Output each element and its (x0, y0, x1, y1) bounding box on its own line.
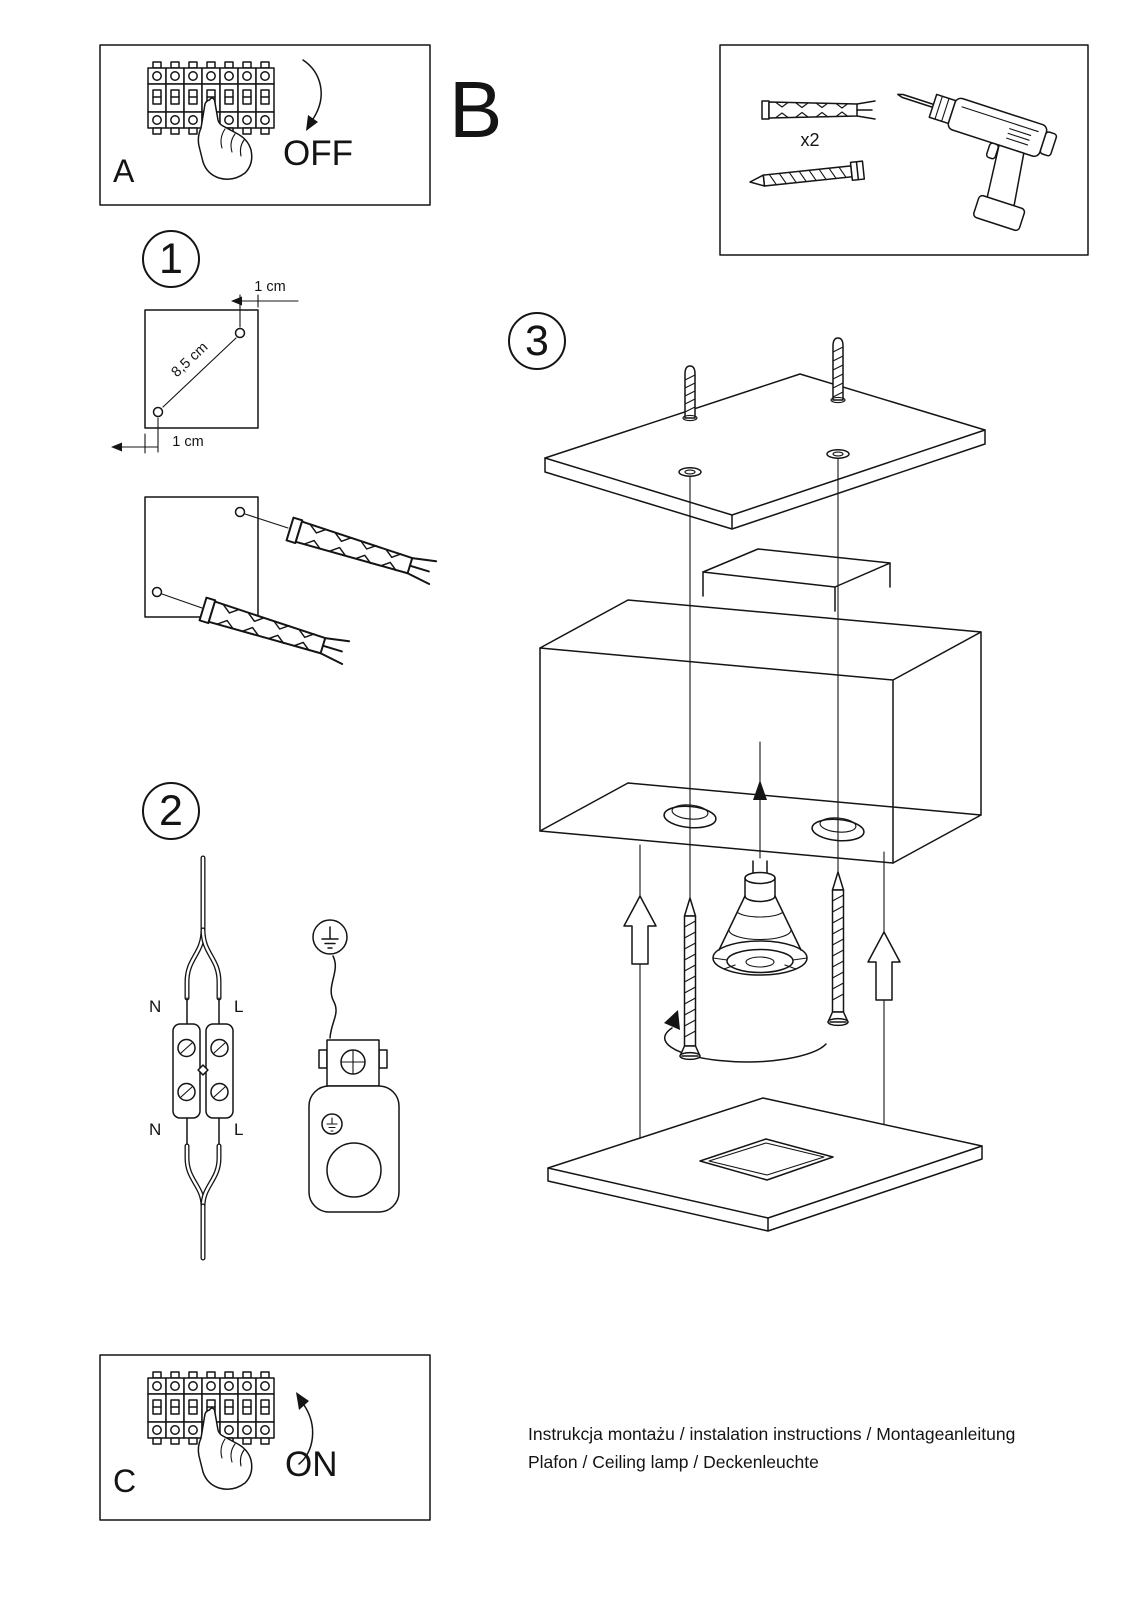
rotation-arrow-icon (663, 1010, 827, 1063)
ceiling-bracket-drawing (544, 337, 986, 530)
panel-a-label: A (113, 153, 135, 189)
off-label: OFF (283, 134, 353, 173)
mounting-screw-right (827, 871, 849, 1027)
step-2-number: 2 (142, 782, 200, 840)
mounting-collar-drawing (702, 548, 891, 612)
wire-label-n-top: N (149, 997, 162, 1016)
dim-bottom-label: 1 cm (172, 434, 204, 450)
wiring-diagram (172, 855, 400, 1261)
step-3-number: 3 (508, 312, 566, 370)
push-arrow-left-icon (623, 895, 657, 965)
screw-axis-lines (689, 457, 839, 899)
ground-symbol-icon (312, 919, 348, 955)
ground-wire (329, 955, 337, 1039)
parts-box (719, 44, 1089, 256)
wire-label-l-bottom: L (234, 1120, 244, 1139)
step-3-digit: 3 (525, 316, 549, 365)
anchor-quantity: x2 (800, 130, 820, 150)
panel-c-box (99, 1354, 431, 1521)
on-label: ON (285, 1445, 338, 1484)
fixing-screw-top-right (830, 337, 846, 404)
footer-title-line: Instrukcja montażu / instalation instruc… (528, 1424, 1016, 1444)
mounting-screw-left (679, 897, 701, 1061)
fixing-screw-top-left (682, 365, 698, 422)
wall-anchor-icon (761, 100, 876, 120)
drilling-template-diagram (111, 294, 299, 454)
step-1-number: 1 (142, 230, 200, 288)
step-2-digit: 2 (159, 786, 183, 835)
panel-c-label: C (113, 1463, 137, 1499)
panel-a-box (99, 44, 431, 206)
drill-icon (897, 93, 1058, 232)
wire-label-n-bottom: N (149, 1120, 162, 1139)
footer-subtitle-line: Plafon / Ceiling lamp / Deckenleuchte (528, 1452, 819, 1472)
gu10-bulb-drawing (712, 860, 808, 976)
screw-icon (749, 160, 866, 187)
dim-top-label: 1 cm (254, 279, 286, 295)
insert-arrow-icon (753, 780, 767, 800)
push-arrow-right-icon (867, 931, 901, 1001)
plug-connector-drawing (308, 1039, 400, 1213)
off-arrow-icon (302, 59, 322, 131)
step-1-digit: 1 (159, 234, 183, 283)
wall-anchor-icon (198, 596, 351, 665)
on-arrow-icon (296, 1392, 314, 1465)
anchor-insertion-diagram (144, 496, 438, 665)
glass-panel-drawing (547, 1097, 983, 1232)
section-b-label: B (449, 65, 503, 154)
terminal-block-drawing (172, 1023, 234, 1119)
exploded-assembly-diagram (539, 337, 986, 1232)
wire-label-l-top: L (234, 997, 244, 1016)
wall-anchor-icon (285, 516, 438, 585)
